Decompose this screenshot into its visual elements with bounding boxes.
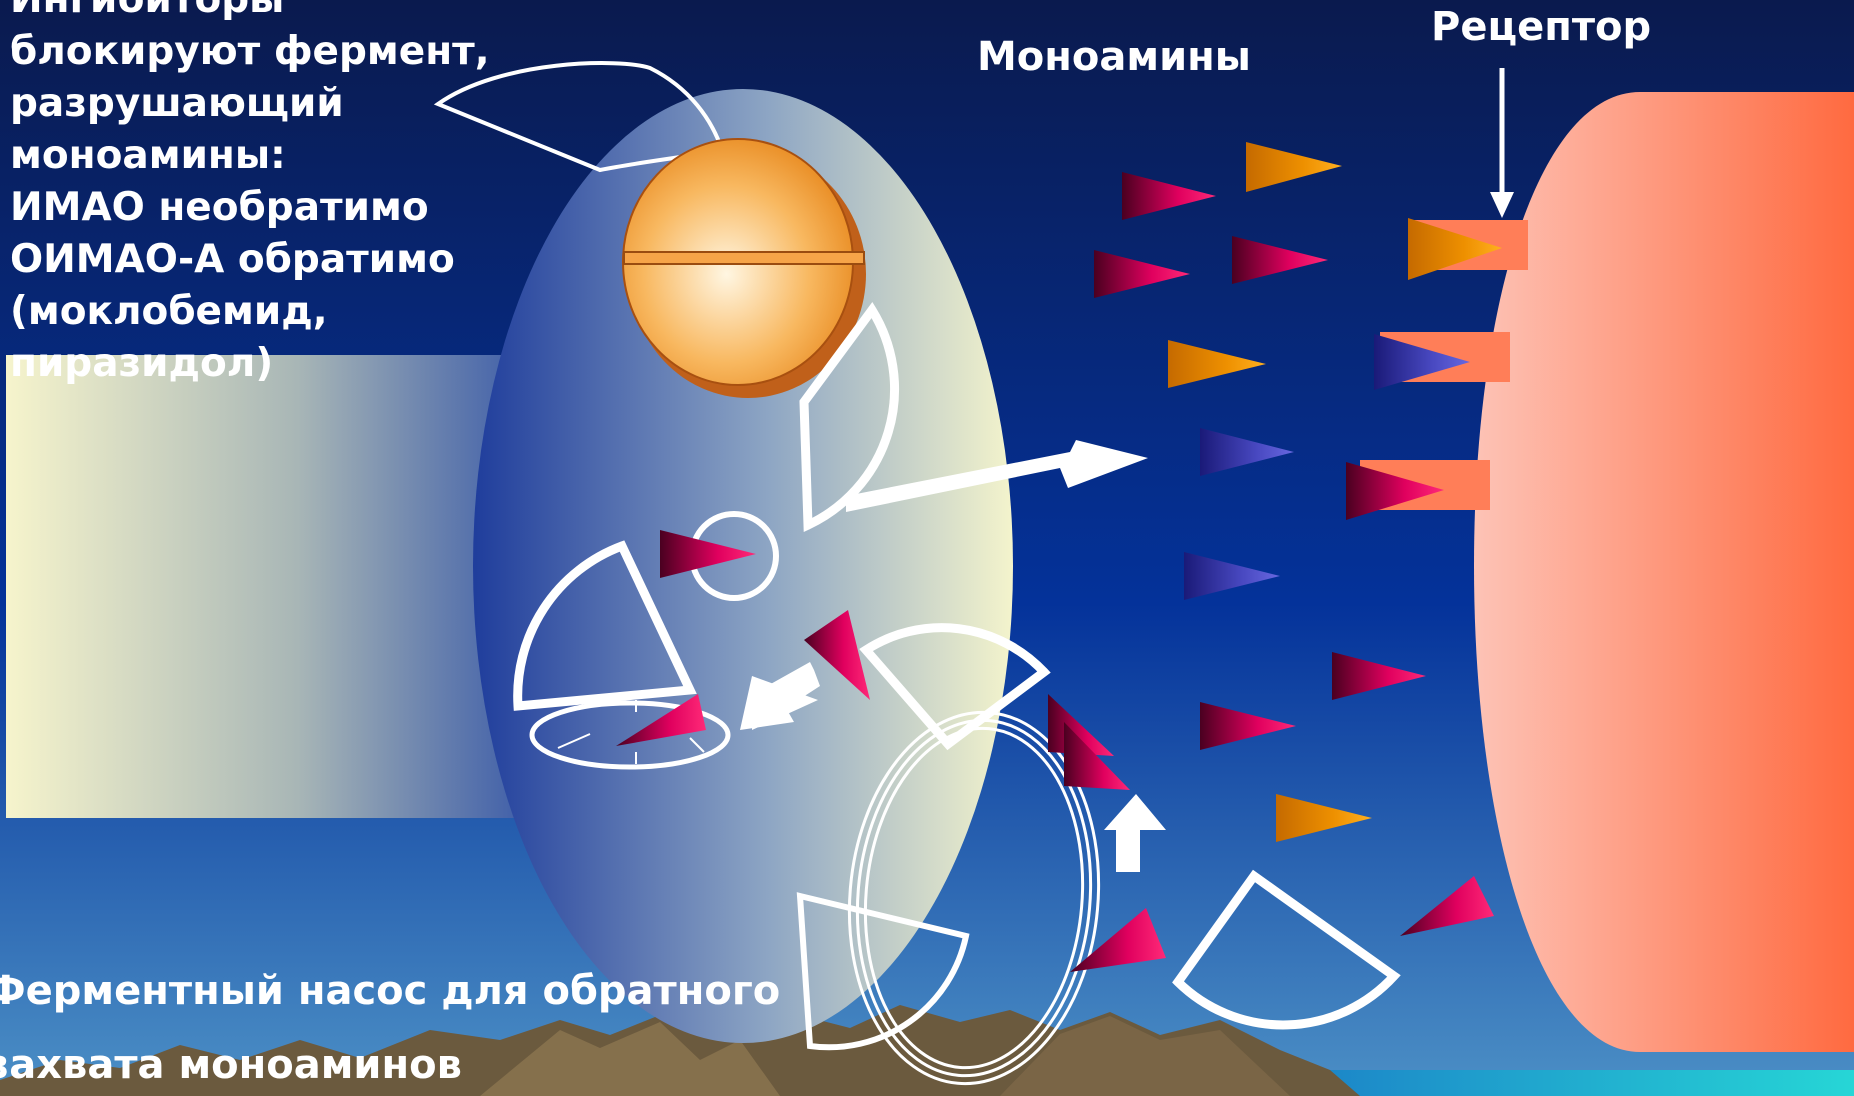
inhibitor-line: разрушающий bbox=[10, 78, 530, 130]
inhibitor-line: моноамины: bbox=[10, 130, 530, 182]
pump-label-line1: Ферментный насос для обратного bbox=[0, 968, 780, 1014]
receptor-label: Рецептор bbox=[1431, 4, 1651, 50]
inhibitor-line: ОИМАО-А обратимо bbox=[10, 234, 530, 286]
pump-label-line2: захвата моноаминов bbox=[0, 1042, 462, 1088]
inhibitor-description: Ингибиторы блокируют фермент, разрушающи… bbox=[10, 0, 530, 390]
axon bbox=[6, 355, 536, 818]
postsynaptic-cell bbox=[1474, 92, 1854, 1052]
inhibitor-line: блокируют фермент, bbox=[10, 26, 530, 78]
inhibitor-line: (моклобемид, bbox=[10, 286, 530, 338]
inhibitor-line: Ингибиторы bbox=[10, 0, 530, 26]
inhibitor-line: ИМАО необратимо bbox=[10, 182, 530, 234]
sea-strip bbox=[1320, 1070, 1854, 1096]
inhibitor-line: пиразидол) bbox=[10, 338, 530, 390]
monoamines-label: Моноамины bbox=[977, 34, 1251, 80]
pill-score-line bbox=[624, 252, 864, 264]
